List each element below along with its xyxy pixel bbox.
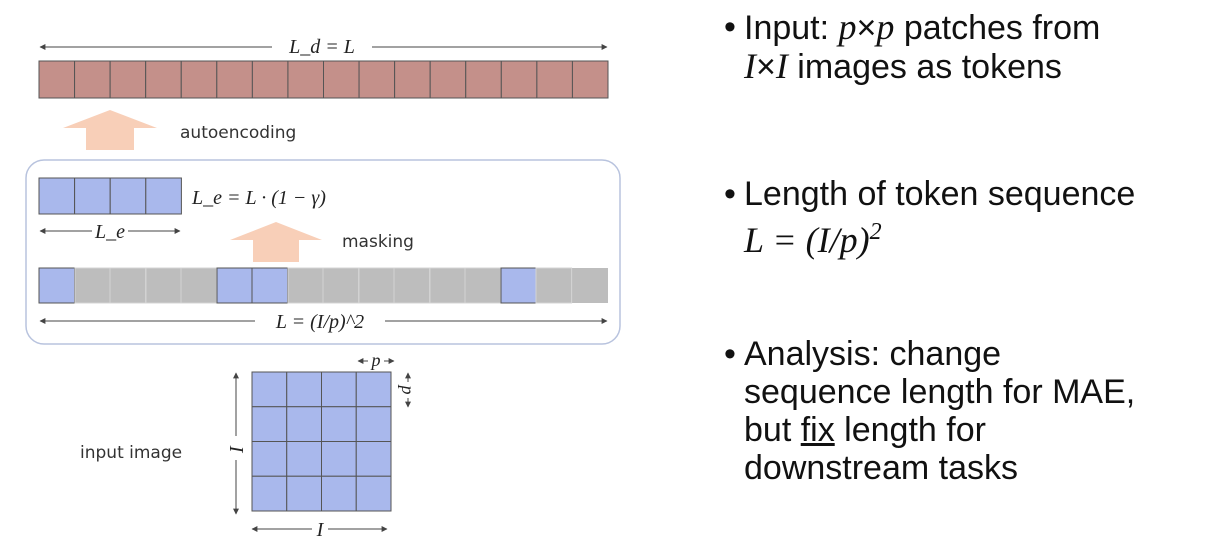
image-patch xyxy=(286,441,322,477)
masked-token xyxy=(180,267,218,304)
decoder-token-row xyxy=(38,60,609,99)
visible-token xyxy=(145,177,182,215)
visible-token xyxy=(74,177,111,215)
masked-token xyxy=(429,267,467,304)
math-p: p xyxy=(876,7,895,47)
decoder-token xyxy=(536,60,573,99)
decoder-token xyxy=(323,60,360,99)
bullet-dot: • xyxy=(724,8,736,46)
length-formula: L = (I/p)2 xyxy=(744,219,882,260)
encoder-length-formula: L_e = L · (1 − γ) xyxy=(191,187,326,209)
visible-token xyxy=(38,267,76,304)
decoder-token xyxy=(358,60,396,99)
autoencoding-arrow xyxy=(63,110,157,150)
masked-token xyxy=(74,267,112,304)
masked-token xyxy=(322,267,360,304)
decoder-token xyxy=(74,60,111,99)
image-patch xyxy=(355,371,392,408)
decoder-token xyxy=(571,60,609,99)
masked-token xyxy=(145,267,183,304)
image-patch xyxy=(286,475,322,512)
decoder-token xyxy=(109,60,147,99)
image-patch xyxy=(355,406,392,442)
image-width-label: I xyxy=(316,519,325,541)
decoder-token xyxy=(145,60,182,99)
image-height-label: I xyxy=(225,445,247,454)
autoencoding-label: autoencoding xyxy=(180,123,296,143)
decoder-token xyxy=(394,60,431,99)
masked-token xyxy=(109,267,147,304)
input-image-label: input image xyxy=(80,443,182,463)
image-patch xyxy=(355,475,392,512)
masked-token xyxy=(393,267,431,304)
patch-height-label: p xyxy=(398,384,418,395)
visible-token xyxy=(500,267,538,304)
masking-label: masking xyxy=(342,232,414,252)
image-patch xyxy=(286,371,322,408)
math-I: I xyxy=(775,46,788,86)
masking-arrow xyxy=(230,222,322,262)
image-width-dimension: I xyxy=(251,519,388,541)
image-patch xyxy=(251,371,288,408)
visible-token xyxy=(216,267,254,304)
decoder-length-dimension: L_d = L xyxy=(39,36,608,58)
full-length-label: L = (I/p)^2 xyxy=(275,311,364,333)
image-patch xyxy=(321,406,357,442)
encoder-length-label: L_e xyxy=(94,221,125,243)
full-length-dimension: L = (I/p)^2 xyxy=(39,311,608,333)
image-patch xyxy=(321,475,357,512)
masked-token-row xyxy=(38,267,608,304)
decoder-token xyxy=(251,60,289,99)
masked-token xyxy=(535,267,573,304)
mae-diagram: L_d = L autoencoding L_e = L · (1 − γ) L… xyxy=(25,36,621,541)
image-patch xyxy=(321,441,357,477)
decoder-token xyxy=(287,60,324,99)
encoder-group-box xyxy=(25,159,621,345)
patch-width-label: p xyxy=(370,350,381,370)
decoder-token xyxy=(465,60,502,99)
decoder-token xyxy=(216,60,253,99)
masked-token xyxy=(464,267,502,304)
image-patch xyxy=(321,371,357,408)
decoder-token xyxy=(38,60,76,99)
image-patch xyxy=(251,475,288,512)
visible-token xyxy=(251,267,289,304)
patch-width-dimension: p xyxy=(357,350,395,370)
image-patch xyxy=(251,406,288,442)
image-patch xyxy=(286,406,322,442)
decoder-token xyxy=(500,60,538,99)
bullet-dot: • xyxy=(724,335,736,373)
fix-underlined: fix xyxy=(800,411,835,449)
decoder-token xyxy=(180,60,218,99)
visible-token xyxy=(38,177,76,215)
patch-height-dimension: p xyxy=(398,372,418,408)
masked-token xyxy=(358,267,396,304)
bullet-dot: • xyxy=(724,175,736,213)
image-patch xyxy=(251,441,288,477)
image-height-dimension: I xyxy=(225,372,247,515)
masked-token xyxy=(287,267,325,304)
visible-token xyxy=(109,177,147,215)
decoder-length-label: L_d = L xyxy=(288,36,355,58)
math-p: p xyxy=(838,7,857,47)
decoder-token xyxy=(429,60,467,99)
encoder-token-row xyxy=(38,177,182,215)
math-I: I xyxy=(744,46,756,86)
image-patch xyxy=(355,441,392,477)
input-image-grid xyxy=(251,371,392,512)
encoder-length-dimension: L_e xyxy=(39,221,181,243)
